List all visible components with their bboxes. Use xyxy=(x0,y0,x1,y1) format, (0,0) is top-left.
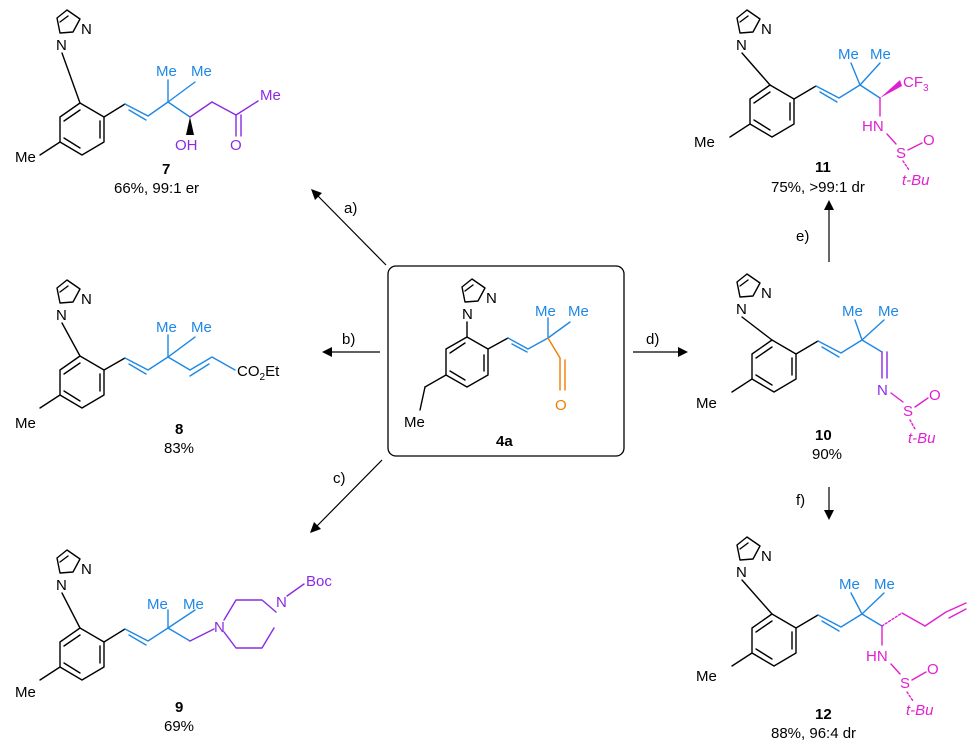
c7-me1: Me xyxy=(156,63,177,80)
label-11: 11 xyxy=(815,159,831,176)
c8-me2: Me xyxy=(191,319,212,336)
label-7: 7 xyxy=(162,161,170,178)
yield-10: 90% xyxy=(812,446,842,463)
c8-me1: Me xyxy=(156,319,177,336)
arrow-d: d) xyxy=(633,331,688,357)
c11-tbu: t-Bu xyxy=(902,172,930,189)
compound-11: N N Me Me Me CF3 HN S O t-Bu 11 75%, >99… xyxy=(694,9,935,196)
c11-ring-me: Me xyxy=(694,134,715,151)
yield-8: 83% xyxy=(164,440,194,457)
c11-cf3: CF3 xyxy=(903,74,929,94)
c7-oh: OH xyxy=(175,137,198,154)
c12-oxygen: O xyxy=(927,661,939,678)
compound-9: N N Me Me Me N N Boc 9 69% xyxy=(15,549,332,735)
c10-me1: Me xyxy=(842,303,863,320)
c12-n2: N xyxy=(761,548,772,565)
c11-sulfur: S xyxy=(896,145,906,162)
pyrazole-n1-label: N xyxy=(462,306,473,323)
c11-me1: Me xyxy=(838,46,859,63)
c10-oxygen: O xyxy=(929,387,941,404)
ring-methyl-label: Me xyxy=(404,414,425,431)
compound-4a: N N Me Me Me O 4a xyxy=(387,265,625,457)
yield-7: 66%, 99:1 er xyxy=(114,180,199,197)
label-9: 9 xyxy=(175,699,183,716)
label-12: 12 xyxy=(815,706,832,723)
c10-n1: N xyxy=(736,301,747,318)
c11-n1: N xyxy=(736,37,747,54)
c10-tbu: t-Bu xyxy=(908,430,936,447)
c9-boc: Boc xyxy=(306,573,332,590)
c9-me2: Me xyxy=(183,596,204,613)
c10-sulfur: S xyxy=(903,403,913,420)
arrow-f-label: f) xyxy=(796,492,805,509)
c9-me1: Me xyxy=(147,596,168,613)
c12-hn: HN xyxy=(866,648,888,665)
c12-me2: Me xyxy=(874,576,895,593)
c8-ring-me: Me xyxy=(15,415,36,432)
arrow-a-label: a) xyxy=(344,200,357,217)
arrow-b: b) xyxy=(322,331,380,357)
c7-ring-me: Me xyxy=(15,149,36,166)
c9-n1: N xyxy=(56,577,67,594)
c11-me2: Me xyxy=(870,46,891,63)
c12-ring-me: Me xyxy=(696,668,717,685)
yield-9: 69% xyxy=(164,718,194,735)
pyrazole-n2-label: N xyxy=(486,290,497,307)
c12-sulfur: S xyxy=(900,675,910,692)
arrow-d-label: d) xyxy=(646,331,659,348)
arrow-c-label: c) xyxy=(333,470,346,487)
compound-7: N N Me Me Me OH Me O 7 66%, 99:1 er xyxy=(15,9,281,197)
label-8: 8 xyxy=(175,421,183,438)
c12-tbu: t-Bu xyxy=(906,702,934,719)
aldehyde-oxygen-label: O xyxy=(555,397,567,414)
arrow-c: c) xyxy=(310,459,383,533)
c11-hn: HN xyxy=(862,118,884,135)
c10-ring-me: Me xyxy=(696,395,717,412)
yield-12: 88%, 96:4 dr xyxy=(771,725,856,742)
yield-11: 75%, >99:1 dr xyxy=(771,179,865,196)
c7-n2: N xyxy=(81,21,92,38)
label-4a: 4a xyxy=(496,433,513,450)
c8-ester: CO2Et xyxy=(237,363,280,383)
c10-imine-n: N xyxy=(877,382,888,399)
label-10: 10 xyxy=(815,427,832,444)
compound-8: N N Me Me Me CO2Et 8 83% xyxy=(15,279,280,457)
c10-n2: N xyxy=(761,285,772,302)
methyl-1-label: Me xyxy=(535,303,556,320)
c9-piperazine-n4: N xyxy=(276,594,287,611)
arrow-f: f) xyxy=(796,487,834,520)
c9-piperazine-n1: N xyxy=(214,619,225,636)
center-box xyxy=(387,265,625,457)
c7-me3: Me xyxy=(260,87,281,104)
c12-me1: Me xyxy=(839,576,860,593)
methyl-2-label: Me xyxy=(568,303,589,320)
c8-n2: N xyxy=(81,291,92,308)
arrow-a: a) xyxy=(311,189,387,266)
c11-oxygen: O xyxy=(923,132,935,149)
c7-n1: N xyxy=(56,37,67,54)
c10-me2: Me xyxy=(878,303,899,320)
c11-n2: N xyxy=(761,21,772,38)
c7-me2: Me xyxy=(191,63,212,80)
compound-12: N N Me Me Me HN S O t-Bu 12 88%, 96:4 dr xyxy=(696,536,967,742)
arrow-e: e) xyxy=(796,200,834,262)
c8-n1: N xyxy=(56,307,67,324)
c7-ketone-o: O xyxy=(230,137,242,154)
arrow-b-label: b) xyxy=(342,331,355,348)
c9-n2: N xyxy=(81,561,92,578)
c9-ring-me: Me xyxy=(15,684,36,701)
arrow-e-label: e) xyxy=(796,228,809,245)
c12-n1: N xyxy=(736,564,747,581)
compound-10: N N Me Me Me N S O t-Bu 10 90% xyxy=(696,273,941,463)
